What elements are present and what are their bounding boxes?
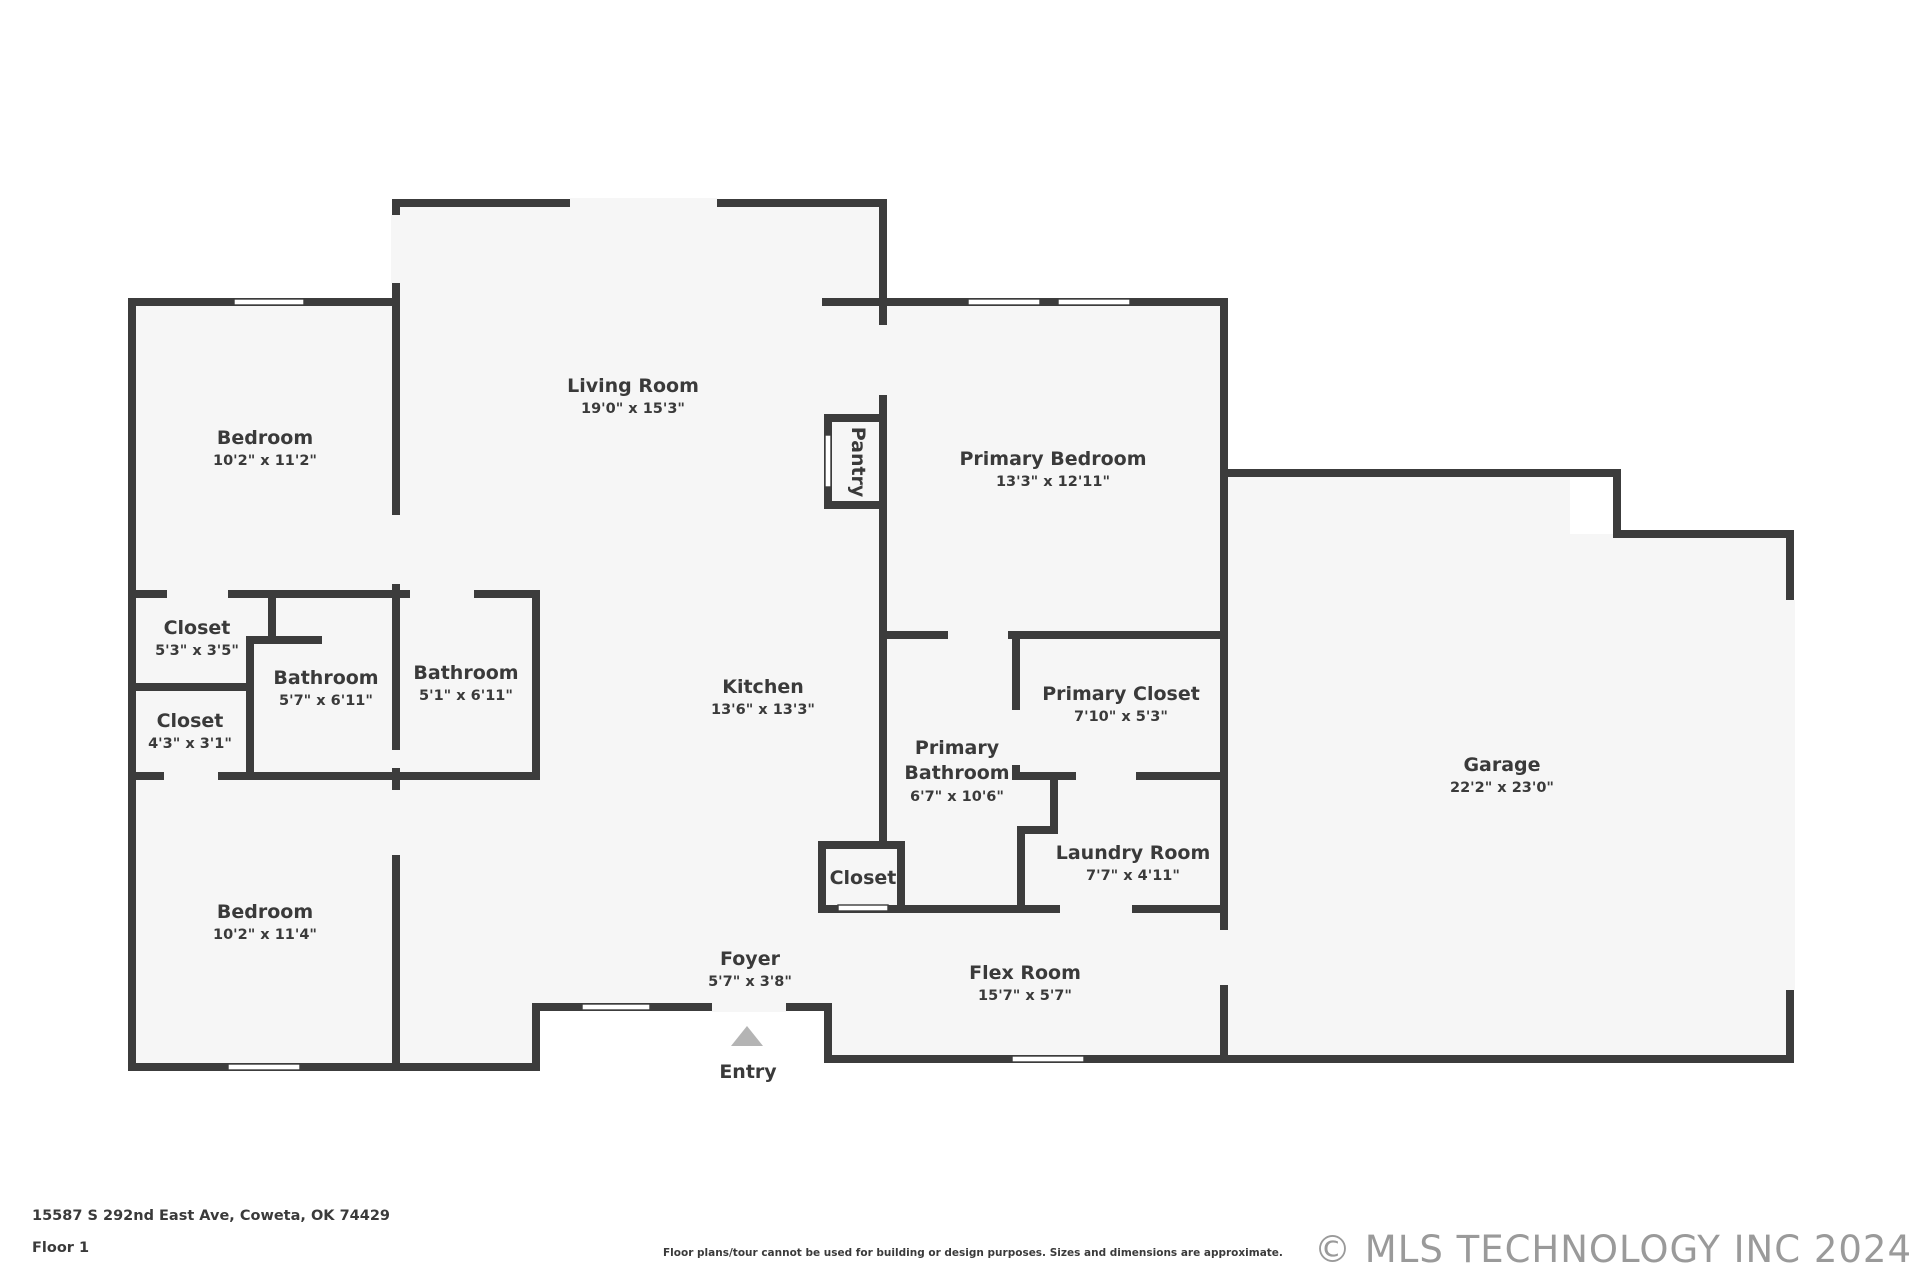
- flex-room-dim: 15'7" x 5'7": [978, 988, 1072, 1004]
- closet-1-dim: 5'3" x 3'5": [155, 643, 239, 659]
- copyright-watermark: © MLS TECHNOLOGY INC 2024: [1314, 1228, 1912, 1271]
- entry-label: Entry: [719, 1061, 777, 1083]
- foyer-name: Foyer: [720, 948, 781, 970]
- openings: [164, 198, 1795, 1012]
- primary-bathroom-name-line2: Bathroom: [904, 762, 1009, 784]
- laundry-room-name: Laundry Room: [1056, 842, 1211, 864]
- primary-closet-dim: 7'10" x 5'3": [1074, 709, 1168, 725]
- laundry-room-dim: 7'7" x 4'11": [1086, 868, 1180, 884]
- property-address: 15587 S 292nd East Ave, Coweta, OK 74429: [32, 1208, 391, 1224]
- living-room-dim: 19'0" x 15'3": [581, 401, 685, 417]
- closet-1-name: Closet: [164, 617, 231, 639]
- flex-room-name: Flex Room: [969, 962, 1081, 984]
- closet-2-name: Closet: [157, 710, 224, 732]
- primary-bathroom-name-line1: Primary: [915, 737, 1000, 759]
- room-labels: Living Room 19'0" x 15'3" Bedroom 10'2" …: [148, 375, 1554, 1083]
- garage-dim: 22'2" x 23'0": [1450, 780, 1554, 796]
- living-room-name: Living Room: [567, 375, 699, 397]
- bedroom-bottom-dim: 10'2" x 11'4": [213, 927, 317, 943]
- primary-bedroom-name: Primary Bedroom: [959, 448, 1146, 470]
- bedroom-top-dim: 10'2" x 11'2": [213, 453, 317, 469]
- bedroom-bottom-name: Bedroom: [217, 901, 313, 923]
- bathroom-2-name: Bathroom: [413, 662, 518, 684]
- entry-arrow-icon: [731, 1026, 763, 1046]
- walls: [128, 199, 1794, 1071]
- bathroom-1-dim: 5'7" x 6'11": [279, 693, 373, 709]
- primary-bedroom-dim: 13'3" x 12'11": [996, 474, 1110, 490]
- closet-2-dim: 4'3" x 3'1": [148, 736, 232, 752]
- bedroom-top-name: Bedroom: [217, 427, 313, 449]
- pantry-name: Pantry: [847, 427, 869, 498]
- garage-name: Garage: [1463, 754, 1540, 776]
- disclaimer: Floor plans/tour cannot be used for buil…: [663, 1247, 1283, 1259]
- bathroom-2-dim: 5'1" x 6'11": [419, 688, 513, 704]
- bathroom-1-name: Bathroom: [273, 667, 378, 689]
- primary-bathroom-dim: 6'7" x 10'6": [910, 789, 1004, 805]
- foyer-dim: 5'7" x 3'8": [708, 974, 792, 990]
- kitchen-dim: 13'6" x 13'3": [711, 702, 815, 718]
- kitchen-name: Kitchen: [722, 676, 804, 698]
- floor-label: Floor 1: [32, 1240, 90, 1256]
- windows: [227, 298, 1131, 1071]
- closet-3-name: Closet: [830, 867, 897, 889]
- primary-closet-name: Primary Closet: [1042, 683, 1200, 705]
